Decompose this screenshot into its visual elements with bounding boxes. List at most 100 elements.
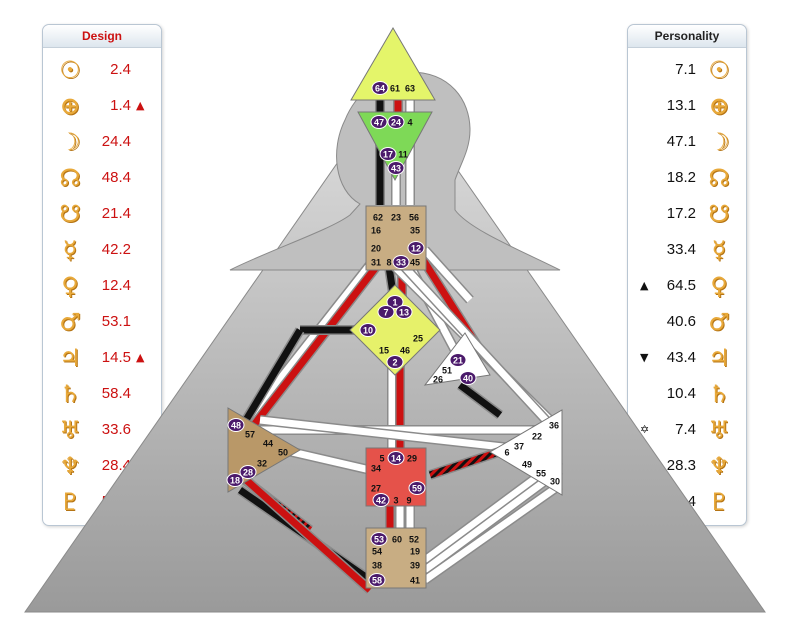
personality-row: ☽47.1 [628, 127, 746, 157]
gate-15-label: 15 [379, 346, 389, 356]
personality-value: 64.5 [666, 277, 696, 294]
personality-row: ♀64.5▲ [628, 271, 746, 301]
design-row: ☿42.2 [43, 235, 161, 265]
personality-header: Personality [628, 25, 746, 48]
gate-14-marker [387, 451, 405, 465]
gate-53-label: 53 [374, 535, 384, 545]
channel [397, 259, 558, 433]
head-center [350, 27, 436, 101]
earth-icon: ⊕ [59, 92, 81, 120]
gate-30-label: 30 [550, 477, 560, 487]
gate-55-label: 55 [536, 469, 546, 479]
gate-32-label: 32 [257, 459, 267, 469]
gate-57-label: 57 [245, 430, 255, 440]
mars-icon: ♂ [708, 308, 730, 336]
gate-52-label: 52 [409, 535, 419, 545]
south-node-icon: ☋ [708, 200, 730, 228]
gate-56-label: 56 [409, 213, 419, 223]
gate-27-label: 27 [371, 484, 381, 494]
personality-value: 7.4 [675, 421, 696, 438]
gate-1-label: 1 [392, 298, 397, 308]
personality-value: 18.2 [666, 169, 696, 186]
gate-3-label: 3 [393, 496, 398, 506]
gate-16-label: 16 [371, 226, 381, 236]
design-row: ♃14.5▲ [43, 343, 161, 373]
design-value: 58.4 [101, 385, 131, 402]
jupiter-icon: ♃ [708, 344, 730, 372]
channel [259, 416, 531, 454]
neptune-icon: ♆ [708, 452, 730, 480]
gate-34-label: 34 [371, 464, 381, 474]
gate-44-label: 44 [263, 439, 273, 449]
sun-icon: ☉ [59, 56, 81, 84]
gate-5-label: 5 [379, 454, 384, 464]
gate-41-label: 41 [410, 576, 420, 586]
saturn-icon: ♄ [708, 380, 730, 408]
gate-12-label: 12 [411, 244, 421, 254]
personality-value: 13.1 [666, 97, 696, 114]
personality-value: 47.1 [666, 133, 696, 150]
design-row: ☽24.4 [43, 127, 161, 157]
channel [422, 482, 563, 583]
gate-64-label: 64 [375, 84, 385, 94]
sun-icon: ☉ [708, 56, 730, 84]
gate-58-marker [368, 573, 386, 587]
design-row: ☉ 2.4 [43, 55, 161, 85]
gate-36-label: 36 [549, 421, 559, 431]
fixing-mark-icon: ▲ [136, 99, 145, 112]
design-value: 14.5 [101, 349, 131, 366]
gate-28-marker [239, 465, 257, 479]
gate-14-label: 14 [391, 454, 401, 464]
gate-24-marker [387, 115, 405, 129]
personality-value: 33.4 [666, 241, 696, 258]
gate-24-label: 24 [391, 118, 401, 128]
mars-icon: ♂ [59, 308, 81, 336]
north-node-icon: ☊ [708, 164, 730, 192]
solar-plexus-center [489, 409, 563, 496]
personality-row: ♅7.4✡ [628, 415, 746, 445]
gate-2-label: 2 [392, 358, 397, 368]
gate-48-marker [227, 418, 245, 432]
gate-13-marker [395, 305, 413, 319]
design-value: 2.4 [110, 61, 131, 78]
gate-63-label: 63 [405, 84, 415, 94]
gate-4-label: 4 [407, 118, 412, 128]
gate-50-label: 50 [278, 448, 288, 458]
channel [457, 382, 503, 418]
personality-row: ♆28.3 [628, 451, 746, 481]
design-value: 48.4 [101, 169, 131, 186]
fixing-mark-icon: ▼ [640, 351, 649, 364]
gate-47-label: 47 [374, 118, 384, 128]
ajna-center [357, 111, 433, 182]
gate-17-label: 17 [383, 150, 393, 160]
gate-8-label: 8 [386, 258, 391, 268]
gate-10-label: 10 [363, 326, 373, 336]
personality-row: ☉ 7.1 [628, 55, 746, 85]
gate-31-label: 31 [371, 258, 381, 268]
gate-43-marker [387, 161, 405, 175]
g-center [349, 284, 441, 376]
gate-20-label: 20 [371, 244, 381, 254]
personality-row: ♃43.4▼ [628, 343, 746, 373]
channel [247, 259, 383, 433]
saturn-icon: ♄ [59, 380, 81, 408]
personality-row: ☋17.2 [628, 199, 746, 229]
gate-45-label: 45 [410, 258, 420, 268]
fixing-mark-icon: ▲ [136, 351, 145, 364]
channel [422, 247, 473, 303]
gate-18-label: 18 [230, 476, 240, 486]
gate-43-label: 43 [391, 164, 401, 174]
gate-2-marker [386, 355, 404, 369]
mercury-icon: ☿ [62, 236, 78, 264]
gate-21-label: 21 [453, 356, 463, 366]
personality-value: 7.1 [675, 61, 696, 78]
channel [232, 467, 373, 593]
design-row: ☊48.4 [43, 163, 161, 193]
gate-11-label: 11 [398, 150, 408, 160]
moon-icon: ☽ [59, 128, 81, 156]
gate-13-label: 13 [399, 308, 409, 318]
gate-53-marker [370, 532, 388, 546]
gate-22-label: 22 [532, 432, 542, 442]
gate-39-label: 39 [410, 561, 420, 571]
